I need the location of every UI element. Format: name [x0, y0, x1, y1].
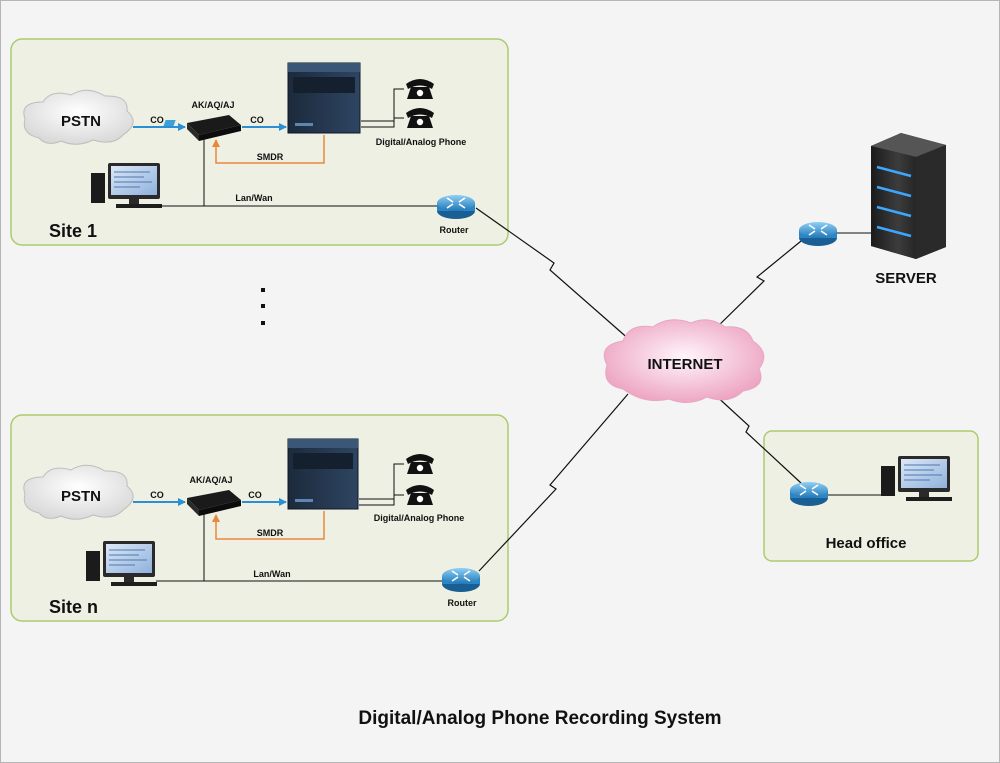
- lan-label: Lan/Wan: [235, 193, 272, 203]
- site-n-group: PSTN CO AK/AQ/AJ CO Digital/Analog Phone…: [23, 438, 481, 617]
- server-group: SERVER: [798, 133, 946, 287]
- phone-line-2: [361, 117, 404, 128]
- phone-line-2: [359, 494, 404, 506]
- internet-cloud: INTERNET: [603, 319, 765, 403]
- smdr-line: [212, 135, 325, 164]
- smdr-label: SMDR: [257, 152, 284, 162]
- smdr-line: [212, 511, 325, 540]
- router-label: Router: [448, 598, 477, 608]
- wan-link-site-1: [475, 207, 632, 342]
- pbx-unit: [287, 438, 359, 510]
- phones-label: Digital/Analog Phone: [376, 137, 467, 147]
- wan-link-server: [712, 236, 807, 332]
- recorder-device: [187, 490, 241, 516]
- wan-link-site-n: [478, 393, 629, 572]
- site-title: Site n: [49, 597, 98, 617]
- router-icon: [436, 194, 476, 220]
- pstn-cloud: PSTN: [23, 464, 134, 520]
- pbx-unit: [287, 62, 361, 134]
- co-in-label: CO: [150, 115, 164, 125]
- pstn-cloud: PSTN: [23, 89, 134, 145]
- co-out-label: CO: [250, 115, 264, 125]
- router-icon: [441, 567, 481, 593]
- wan-link-head-office: [712, 392, 802, 484]
- server-label: SERVER: [875, 270, 937, 287]
- recorder-label: AK/AQ/AJ: [189, 475, 232, 485]
- phone-line-1: [359, 463, 404, 500]
- head-office-group: Head office: [789, 455, 953, 552]
- diagram-title: Digital/Analog Phone Recording System: [358, 708, 721, 729]
- phones-label: Digital/Analog Phone: [374, 513, 465, 523]
- site-title: Site 1: [49, 221, 97, 241]
- smdr-label: SMDR: [257, 528, 284, 538]
- head-office-label: Head office: [826, 535, 907, 552]
- recorder-device: [163, 115, 241, 141]
- internet-label: INTERNET: [648, 356, 723, 373]
- more-sites-ellipsis: [261, 288, 265, 325]
- pstn-label: PSTN: [61, 488, 101, 505]
- router-icon: [789, 481, 829, 507]
- server-tower-icon: [871, 133, 946, 259]
- co-in-label: CO: [150, 490, 164, 500]
- recorder-label: AK/AQ/AJ: [191, 100, 234, 110]
- router-label: Router: [440, 225, 469, 235]
- lan-label: Lan/Wan: [253, 569, 290, 579]
- pstn-label: PSTN: [61, 113, 101, 130]
- co-out-label: CO: [248, 490, 262, 500]
- phone-line-1: [361, 88, 404, 122]
- router-icon: [798, 221, 838, 247]
- site-1-group: PSTN CO AK/AQ/AJ CO Digital/Analog Phone…: [23, 62, 476, 241]
